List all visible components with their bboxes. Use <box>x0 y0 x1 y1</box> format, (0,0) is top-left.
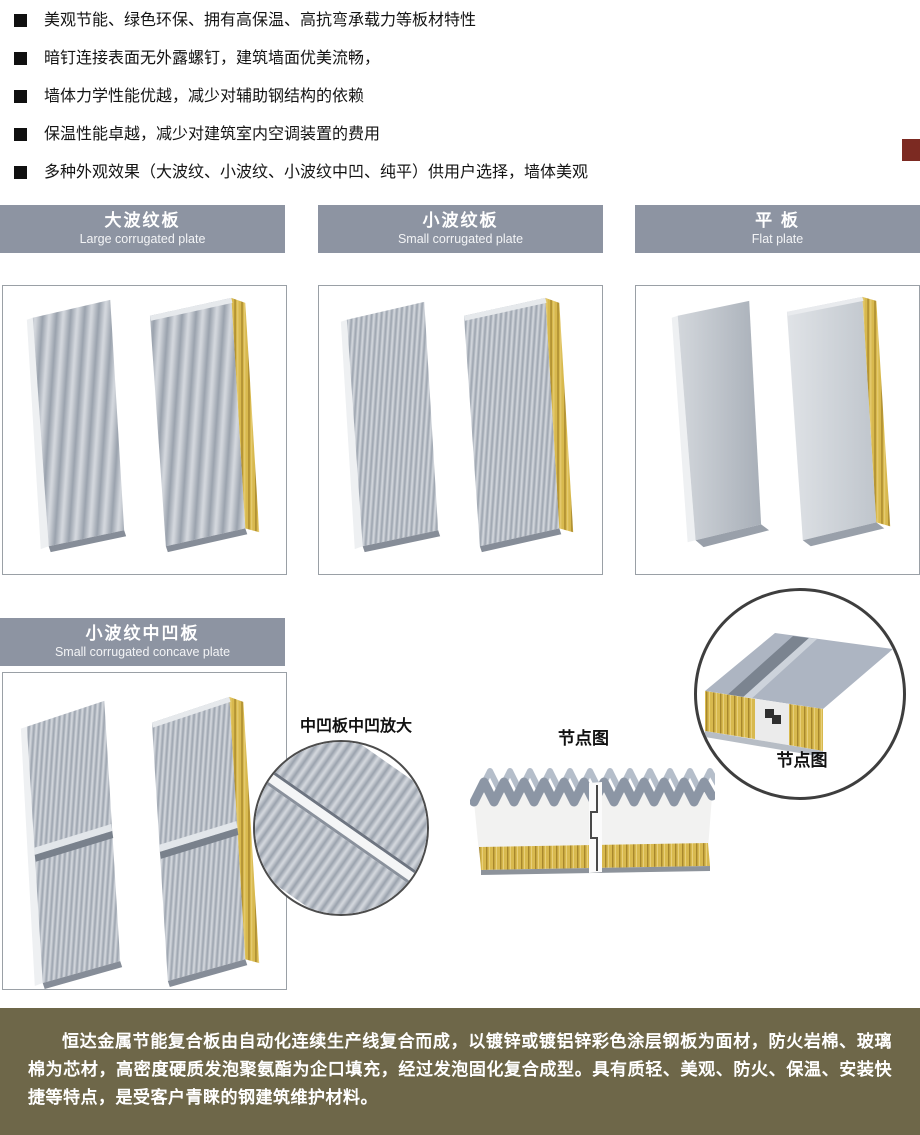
feature-item: 美观节能、绿色环保、拥有高保温、高抗弯承载力等板材特性 <box>14 10 894 32</box>
section-title-cn: 小波纹中凹板 <box>85 624 200 643</box>
section-title-cn: 平 板 <box>755 211 800 230</box>
feature-text: 墙体力学性能优越，减少对辅助钢结构的依赖 <box>44 88 365 105</box>
bullet-square-icon <box>14 14 27 27</box>
concave-zoom-circle <box>253 740 429 916</box>
concave-plate-image <box>2 672 287 990</box>
section-header-concave: 小波纹中凹板 Small corrugated concave plate <box>0 618 285 666</box>
feature-text: 保温性能卓越，减少对建筑室内空调装置的费用 <box>44 126 381 143</box>
section-header-large-corrugated: 大波纹板 Large corrugated plate <box>0 205 285 253</box>
feature-item: 多种外观效果（大波纹、小波纹、小波纹中凹、纯平）供用户选择，墙体美观 <box>14 162 894 184</box>
node-diagram-image <box>470 752 715 887</box>
section-title-en: Small corrugated plate <box>397 232 524 246</box>
concave-detail-illustration <box>255 742 427 914</box>
feature-item: 暗钉连接表面无外露螺钉，建筑墙面优美流畅， <box>14 48 894 70</box>
large-corrugated-image <box>2 285 287 575</box>
node-cross-section-illustration <box>470 768 715 875</box>
feature-item: 墙体力学性能优越，减少对辅助钢结构的依赖 <box>14 86 894 108</box>
feature-item: 保温性能卓越，减少对建筑室内空调装置的费用 <box>14 124 894 146</box>
bullet-square-icon <box>14 90 27 103</box>
small-corrugated-image <box>318 285 603 575</box>
page-edge-mark <box>902 139 920 161</box>
flat-panels-illustration <box>671 296 891 548</box>
bullet-square-icon <box>14 52 27 65</box>
section-title-en: Large corrugated plate <box>79 232 206 246</box>
flat-plate-image <box>635 285 920 575</box>
large-corrugated-panels-illustration <box>26 297 260 553</box>
footer-text: 恒达金属节能复合板由自动化连续生产线复合而成，以镀锌或镀铝锌彩色涂层钢板为面材，… <box>28 1032 892 1107</box>
section-title-cn: 小波纹板 <box>422 211 499 230</box>
section-header-flat-plate: 平 板 Flat plate <box>635 205 920 253</box>
node-diagram-circle-label: 节点图 <box>776 751 828 770</box>
footer-banner: 恒达金属节能复合板由自动化连续生产线复合而成，以镀锌或镀铝锌彩色涂层钢板为面材，… <box>0 1008 920 1135</box>
section-header-small-corrugated: 小波纹板 Small corrugated plate <box>318 205 603 253</box>
feature-text: 暗钉连接表面无外露螺钉，建筑墙面优美流畅， <box>44 50 381 67</box>
section-title-cn: 大波纹板 <box>104 211 181 230</box>
node-diagram-circle-image <box>694 588 906 800</box>
feature-text: 多种外观效果（大波纹、小波纹、小波纹中凹、纯平）供用户选择，墙体美观 <box>44 164 589 181</box>
bullet-square-icon <box>14 166 27 179</box>
concave-zoom-label: 中凹板中凹放大 <box>300 718 413 735</box>
node-circle-illustration <box>705 633 893 757</box>
concave-panels-illustration <box>20 696 260 989</box>
feature-list: 美观节能、绿色环保、拥有高保温、高抗弯承载力等板材特性 暗钉连接表面无外露螺钉，… <box>14 10 894 200</box>
small-corrugated-panels-illustration <box>340 297 574 553</box>
node-diagram-label: 节点图 <box>558 729 609 748</box>
section-title-en: Flat plate <box>751 232 804 246</box>
feature-text: 美观节能、绿色环保、拥有高保温、高抗弯承载力等板材特性 <box>44 12 477 29</box>
bullet-square-icon <box>14 128 27 141</box>
section-title-en: Small corrugated concave plate <box>54 645 231 659</box>
